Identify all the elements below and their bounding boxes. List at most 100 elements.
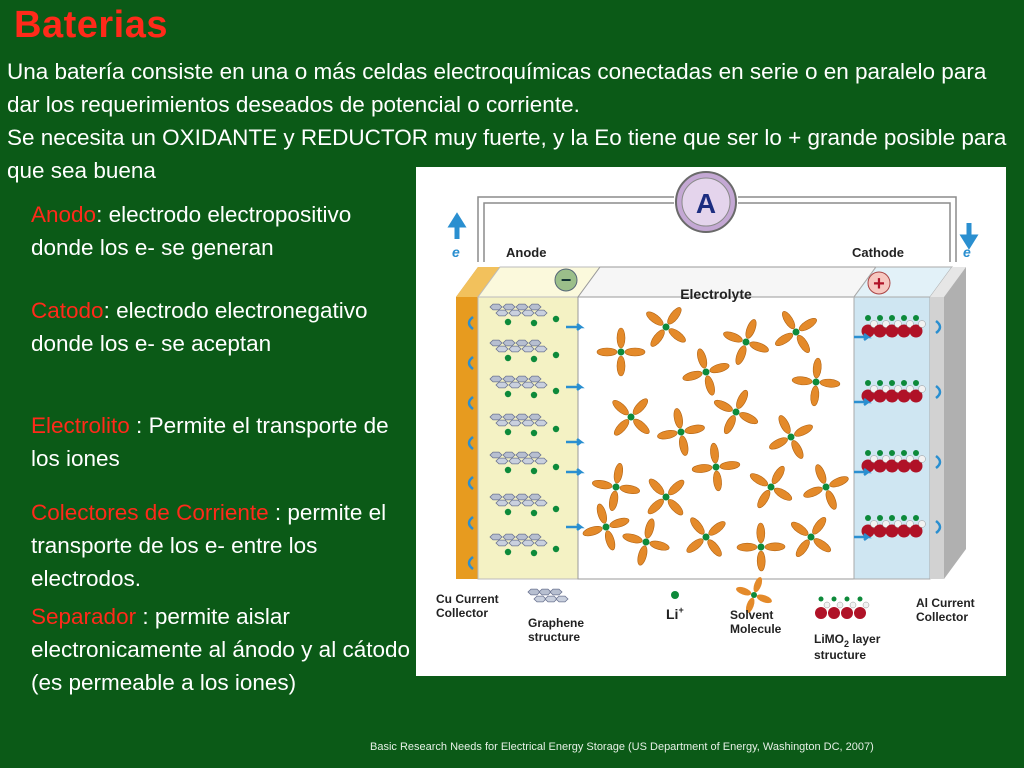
graphene-hex: [502, 413, 516, 421]
legend-li: Li+: [666, 605, 684, 622]
term-label: Electrolito: [31, 413, 130, 438]
li-ion: [552, 505, 560, 513]
solvent-molecule-petal: [624, 347, 646, 357]
solvent-molecule-petal: [650, 329, 665, 347]
electron-arrow: [935, 385, 942, 399]
electron-arrow: [467, 396, 474, 410]
legend-limo2-icon: [836, 601, 844, 609]
graphene-hex: [521, 539, 535, 547]
solvent-molecule-petal: [819, 378, 841, 388]
ammeter-icon: A: [675, 171, 737, 233]
li-ion: [530, 319, 538, 327]
li-ion: [865, 315, 871, 321]
graphene-hex: [528, 413, 542, 421]
graphene-hex: [528, 375, 542, 383]
graphene-hex: [489, 533, 503, 541]
oxygen-atom: [906, 385, 914, 393]
graphene-hex: [521, 345, 535, 353]
legend-limo2-line2: structure: [814, 648, 866, 662]
definition-separador: Separador : permite aislar electronicame…: [31, 600, 416, 699]
li-ion: [877, 450, 883, 456]
legend-graphene-icon: [555, 595, 569, 603]
graphene-hex: [528, 493, 542, 501]
term-label: Separador: [31, 604, 137, 629]
ion-flow-arrow: [566, 438, 585, 446]
plus-badge: [867, 271, 891, 295]
solvent-molecule-petal: [815, 464, 827, 484]
oxygen-atom: [870, 385, 878, 393]
ion-flow-arrow: [566, 323, 585, 331]
li-ion: [865, 450, 871, 456]
definition-text: electrodo electronegativo donde los e- s…: [31, 298, 368, 356]
minus-badge: [554, 268, 578, 292]
oxygen-atom: [870, 520, 878, 528]
graphene-hex: [521, 381, 535, 389]
solvent-molecule-petal: [596, 503, 608, 524]
slide-title: Baterias: [14, 4, 168, 46]
definition-catodo: Catodo: electrodo electronegativo donde …: [31, 294, 416, 360]
graphene-hex: [508, 345, 522, 353]
li-ion: [617, 348, 625, 356]
electron-arrow: [467, 316, 474, 330]
graphene-hex: [508, 457, 522, 465]
graphene-hex: [528, 533, 542, 541]
solvent-molecule-petal: [691, 464, 713, 473]
graphene-hex: [495, 419, 509, 427]
solvent-molecule-petal: [613, 419, 630, 436]
li-ion: [702, 533, 710, 541]
graphene-hex: [515, 413, 529, 421]
li-ion: [757, 543, 765, 551]
solvent-molecule-petal: [668, 328, 686, 343]
legend: Cu Current Collector Graphene structure …: [436, 592, 975, 662]
solvent-molecule-petal: [649, 540, 670, 551]
li-ion: [712, 463, 720, 471]
intro-paragraph-2: Se necesita un OXIDANTE y REDUCTOR muy f…: [7, 125, 1007, 183]
legend-graphene-icon: [527, 588, 541, 596]
li-ion: [889, 450, 895, 456]
solvent-molecule-petal: [613, 463, 624, 484]
oxygen-atom: [882, 385, 890, 393]
oxygen-atom: [918, 520, 926, 528]
solvent-molecule-petal: [704, 375, 715, 396]
graphene-hex: [528, 451, 542, 459]
solvent-molecule-petal: [690, 517, 705, 535]
definition-text: permite el transporte de los e- entre lo…: [31, 500, 387, 591]
limo2-atom: [873, 389, 887, 403]
anode-label: Anode: [506, 245, 546, 260]
ion-flow-arrow: [566, 468, 585, 476]
oxygen-atom: [870, 320, 878, 328]
li-ion: [677, 428, 685, 436]
battery-diagram: A e e Anode Cathode −: [416, 167, 1006, 676]
graphene-hex: [508, 309, 522, 317]
solvent-molecule-petal: [686, 538, 704, 553]
legend-solvent-icon: [756, 594, 772, 604]
term-separator: :: [103, 298, 117, 323]
legend-limo2-icon: [823, 601, 831, 609]
li-ion: [530, 509, 538, 517]
solvent-molecule-petal: [803, 486, 823, 498]
solvent-molecule-petal: [609, 517, 630, 529]
legend-solvent-line2: Molecule: [730, 622, 782, 636]
oxygen-atom: [918, 455, 926, 463]
legend-solvent-icon: [736, 586, 752, 596]
definition-colectores: Colectores de Corriente : permite el tra…: [31, 496, 416, 595]
definition-electrolito: Electrolito : Permite el transporte de l…: [31, 409, 416, 475]
legend-al-line2: Collector: [916, 610, 968, 624]
li-ion: [732, 408, 740, 416]
li-ion: [504, 428, 512, 436]
circuit-wire: [477, 196, 957, 262]
solvent-molecule-petal: [764, 542, 786, 552]
solvent-molecule-petal: [592, 479, 613, 490]
oxygen-atom: [918, 385, 926, 393]
graphene-hex: [489, 493, 503, 501]
li-ion: [504, 508, 512, 516]
term-label: Catodo: [31, 298, 104, 323]
solvent-molecule-petal: [773, 487, 793, 501]
definition-text: permite aislar electronicamente al ánodo…: [31, 604, 410, 695]
legend-graphene-icon: [533, 595, 547, 603]
source-credit: Basic Research Needs for Electrical Ener…: [370, 741, 874, 753]
legend-graphene-line1: Graphene: [528, 616, 584, 630]
legend-limo2-icon: [862, 601, 870, 609]
graphene-hex: [489, 303, 503, 311]
legend-limo2-icon: [844, 596, 850, 602]
